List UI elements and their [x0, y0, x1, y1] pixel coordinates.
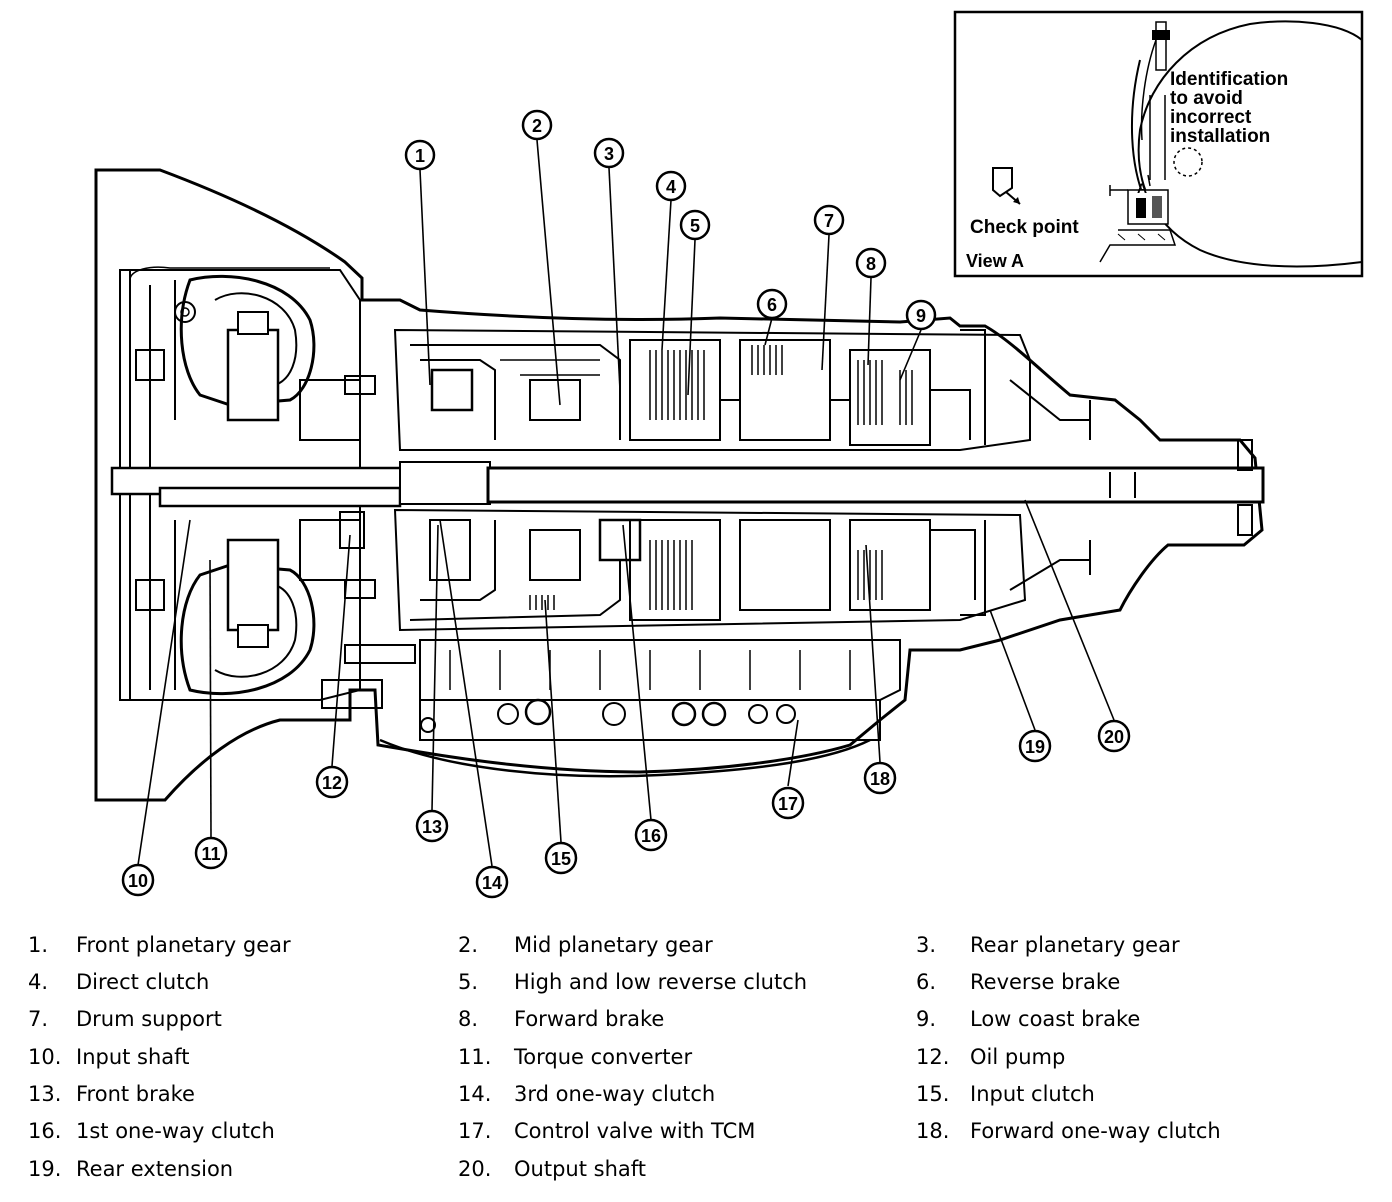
legend-label: 3rd one-way clutch	[514, 1082, 716, 1106]
legend-number: 9.	[916, 1007, 937, 1031]
callout-8: 8	[855, 247, 887, 279]
legend-label: Mid planetary gear	[514, 933, 713, 957]
check-point-label: Check point	[970, 217, 1079, 238]
svg-text:8: 8	[866, 254, 876, 274]
legend-number: 16.	[28, 1119, 62, 1143]
legend-number: 17.	[458, 1119, 492, 1143]
legend-number: 15.	[916, 1082, 950, 1106]
legend-number: 1.	[28, 933, 49, 957]
legend-number: 3.	[916, 933, 937, 957]
svg-text:3: 3	[604, 144, 614, 164]
legend-label: Drum support	[76, 1007, 222, 1031]
callout-5: 5	[679, 209, 711, 241]
callout-14: 14	[475, 865, 509, 899]
legend-label: Forward one-way clutch	[970, 1119, 1221, 1143]
legend-number: 12.	[916, 1045, 950, 1069]
svg-text:17: 17	[778, 794, 798, 814]
svg-text:19: 19	[1025, 737, 1045, 757]
svg-text:2: 2	[532, 116, 542, 136]
callout-18: 18	[863, 761, 897, 795]
identification-line-3: incorrect	[1170, 107, 1252, 128]
callout-13: 13	[415, 809, 449, 843]
callout-20: 20	[1097, 719, 1131, 753]
legend-number: 14.	[458, 1082, 492, 1106]
view-a-title: View A	[966, 251, 1024, 271]
svg-text:7: 7	[824, 211, 834, 231]
callout-15: 15	[544, 841, 578, 875]
legend-label: Control valve with TCM	[514, 1119, 756, 1143]
legend-label: Oil pump	[970, 1045, 1066, 1069]
legend-label: Rear planetary gear	[970, 933, 1180, 957]
svg-text:6: 6	[767, 295, 777, 315]
legend-label: Output shaft	[514, 1157, 646, 1181]
callout-9: 9	[905, 299, 937, 331]
identification-line-2: to avoid	[1170, 88, 1243, 109]
legend-number: 2.	[458, 933, 479, 957]
legend-number: 8.	[458, 1007, 479, 1031]
callout-11: 11	[194, 836, 228, 870]
svg-text:20: 20	[1104, 727, 1124, 747]
callout-17: 17	[771, 786, 805, 820]
callouts: 1 2 3 4 5 6 7 8 9 10 11 12 13 14 15 16 1…	[121, 109, 1131, 899]
svg-text:15: 15	[551, 849, 571, 869]
svg-text:13: 13	[422, 817, 442, 837]
legend-label: Low coast brake	[970, 1007, 1141, 1031]
view-a-marker: A	[1137, 180, 1147, 196]
leader-lines	[137, 139, 1115, 867]
callout-2: 2	[521, 109, 553, 141]
legend-label: Input shaft	[76, 1045, 190, 1069]
svg-text:14: 14	[482, 873, 502, 893]
callout-1: 1	[404, 139, 436, 171]
legend-label: Rear extension	[76, 1157, 234, 1181]
legend-number: 11.	[458, 1045, 492, 1069]
legend-label: 1st one-way clutch	[76, 1119, 275, 1143]
legend-number: 10.	[28, 1045, 62, 1069]
svg-text:11: 11	[201, 844, 220, 864]
legend-label: Reverse brake	[970, 970, 1121, 994]
callout-12: 12	[315, 765, 349, 799]
legend-number: 5.	[458, 970, 479, 994]
legend-label: Direct clutch	[76, 970, 210, 994]
svg-text:12: 12	[322, 773, 342, 793]
callout-4: 4	[655, 170, 687, 202]
svg-text:10: 10	[128, 871, 148, 891]
callout-19: 19	[1018, 729, 1052, 763]
svg-text:18: 18	[870, 769, 890, 789]
callout-3: 3	[593, 137, 625, 169]
svg-text:1: 1	[415, 146, 425, 166]
transmission-assembly	[94, 168, 1265, 802]
callout-7: 7	[813, 204, 845, 236]
legend-number: 19.	[28, 1157, 62, 1181]
view-a-inset: A Identification to avoid incorrect inst…	[953, 10, 1364, 278]
callout-6: 6	[756, 288, 788, 320]
legend-number: 20.	[458, 1157, 492, 1181]
legend-label: Front brake	[76, 1082, 195, 1106]
callout-10: 10	[121, 863, 155, 897]
svg-text:4: 4	[666, 177, 676, 197]
svg-text:16: 16	[641, 826, 661, 846]
legend-label: Forward brake	[514, 1007, 665, 1031]
legend-label: Torque converter	[514, 1045, 693, 1069]
legend-label: Input clutch	[970, 1082, 1095, 1106]
legend-number: 6.	[916, 970, 937, 994]
callout-16: 16	[634, 818, 668, 852]
legend-number: 4.	[28, 970, 49, 994]
legend-label: Front planetary gear	[76, 933, 291, 957]
identification-line-1: Identification	[1170, 69, 1288, 90]
svg-text:5: 5	[690, 216, 700, 236]
legend-label: High and low reverse clutch	[514, 970, 808, 994]
svg-text:9: 9	[916, 306, 926, 326]
legend-number: 7.	[28, 1007, 49, 1031]
legend-number: 13.	[28, 1082, 62, 1106]
identification-line-4: installation	[1170, 126, 1270, 147]
legend-number: 18.	[916, 1119, 950, 1143]
